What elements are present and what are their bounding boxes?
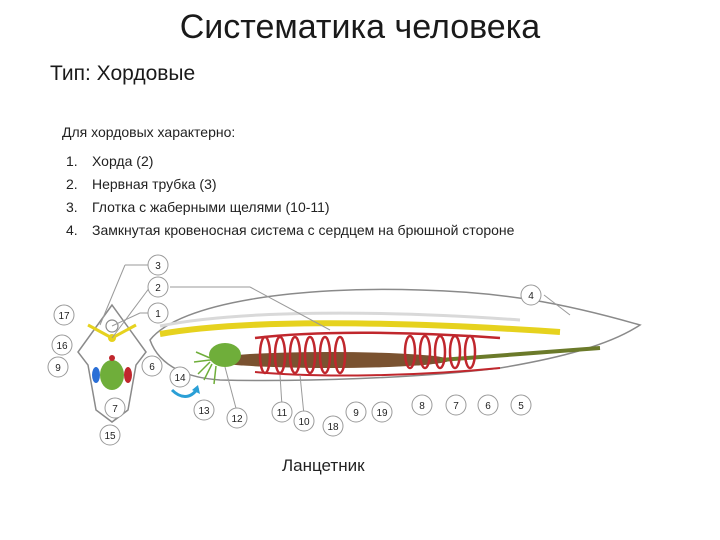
list-item: 1. Хорда (2)	[66, 150, 514, 173]
callout-18: 18	[327, 422, 339, 433]
callout-6: 6	[485, 401, 491, 412]
list-item: 4. Замкнутая кровеносная система с сердц…	[66, 219, 514, 242]
callout-10: 10	[298, 417, 310, 428]
callout-6: 6	[149, 362, 155, 373]
callout-16: 16	[56, 341, 68, 352]
list-number: 1.	[66, 153, 78, 169]
cross-section	[77, 303, 147, 423]
callout-7: 7	[112, 404, 118, 415]
callout-labels	[47, 254, 542, 446]
callout-1: 1	[155, 309, 161, 320]
callout-9: 9	[353, 408, 359, 419]
callout-19: 19	[376, 408, 388, 419]
callout-4: 4	[528, 291, 534, 302]
slide-title: Систематика человека	[179, 8, 541, 46]
callout-15: 15	[104, 431, 116, 442]
callout-8: 8	[419, 401, 425, 412]
list-text: Глотка с жаберными щелями (10-11)	[92, 199, 330, 215]
diagram-caption: Ланцетник	[282, 456, 365, 475]
lancelet-diagram: 3 2 1 4 17 16 9 6 14 7 15 13 12 11 10 18…	[47, 254, 642, 446]
list-number: 3.	[66, 199, 78, 215]
callout-13: 13	[198, 406, 210, 417]
list-item: 2. Нервная трубка (3)	[66, 173, 514, 196]
callout-14: 14	[174, 373, 186, 384]
list-number: 2.	[66, 176, 78, 192]
intro-text: Для хордовых характерно:	[62, 124, 236, 140]
callout-3: 3	[155, 261, 161, 272]
list-text: Хорда (2)	[92, 153, 154, 169]
callout-12: 12	[231, 414, 243, 425]
callout-9: 9	[55, 363, 61, 374]
list-number: 4.	[66, 222, 78, 238]
callout-5: 5	[518, 401, 524, 412]
list-text: Замкнутая кровеносная система с сердцем …	[92, 222, 515, 238]
list-text: Нервная трубка (3)	[92, 176, 217, 192]
slide-subtitle: Тип: Хордовые	[50, 62, 196, 85]
callout-7: 7	[453, 401, 459, 412]
callout-17: 17	[58, 311, 70, 322]
leader-lines	[99, 264, 571, 416]
callout-11: 11	[277, 408, 288, 419]
callout-2: 2	[155, 283, 161, 294]
features-list: 1. Хорда (2) 2. Нервная трубка (3) 3. Гл…	[66, 150, 514, 242]
list-item: 3. Глотка с жаберными щелями (10-11)	[66, 196, 514, 219]
lancelet-body	[149, 288, 642, 398]
